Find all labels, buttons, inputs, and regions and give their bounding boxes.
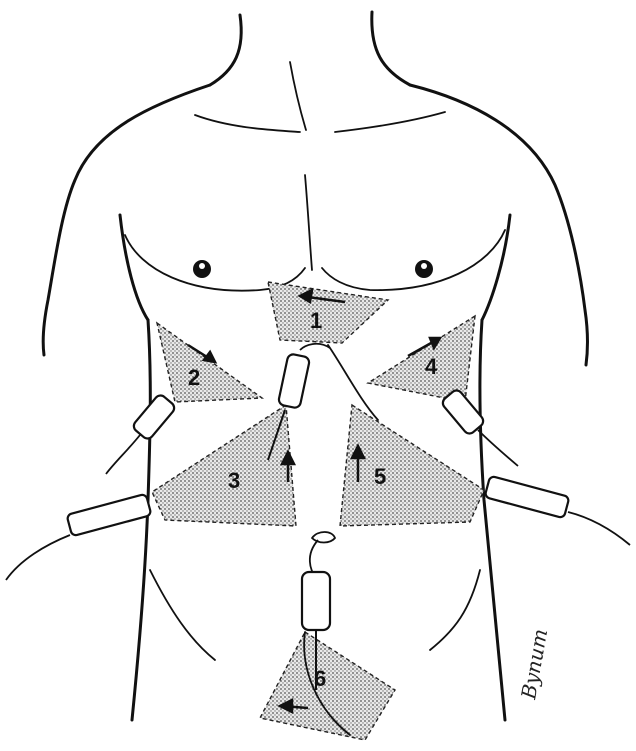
right-pectoral [322, 230, 505, 290]
zone-5-label: 5 [374, 464, 386, 489]
zone-6-area [260, 632, 395, 740]
zone-4-area [368, 316, 475, 402]
zone-1-label: 1 [310, 308, 322, 333]
sternal-notch-line [290, 62, 306, 130]
left-lower-abdomen [150, 570, 215, 660]
zone-1-area [268, 282, 388, 343]
zone-2-arrowhead [204, 352, 215, 362]
right-nipple-highlight [421, 263, 427, 269]
right-clavicle [335, 112, 445, 132]
right-shoulder-arm [410, 85, 587, 365]
artist-signature: Bynum [516, 627, 552, 702]
zone-4: 4 [368, 316, 475, 402]
right-armpit [482, 215, 510, 320]
right-lateral-port-cable [568, 512, 630, 545]
central-port-body [278, 353, 310, 408]
zone-4-label: 4 [425, 354, 438, 379]
zone-2-label: 2 [188, 365, 200, 390]
left-nipple-highlight [199, 263, 205, 269]
left-lateral-port [6, 494, 151, 580]
left-pectoral [125, 235, 305, 291]
right-upper-port-cable [478, 430, 518, 466]
left-clavicle [195, 115, 300, 132]
left-upper-port [106, 393, 177, 474]
left-lateral-port-body [67, 494, 152, 536]
zone-2: 2 [157, 323, 262, 402]
left-shoulder-arm [43, 85, 210, 355]
zone-3-area [152, 405, 296, 526]
left-armpit [120, 215, 148, 320]
central-port-cable [300, 344, 330, 350]
right-lower-abdomen [430, 570, 480, 650]
navel [312, 532, 335, 543]
left-upper-port-cable [106, 435, 140, 474]
sternum-line [305, 175, 312, 270]
right-flank [480, 320, 505, 720]
left-upper-port-body [131, 393, 176, 441]
zone-2-area [157, 323, 262, 402]
zone-3: 3 [152, 405, 296, 526]
right-lateral-port [485, 476, 630, 545]
neck-left-line [210, 15, 241, 85]
zone-3-label: 3 [228, 468, 240, 493]
neck-right-line [372, 12, 410, 85]
left-lateral-port-cable [6, 535, 70, 580]
zone-1: 1 [268, 282, 388, 343]
right-lateral-port-body [485, 476, 570, 518]
zone-6: 6 [260, 632, 395, 740]
lower-port-body [302, 572, 330, 630]
